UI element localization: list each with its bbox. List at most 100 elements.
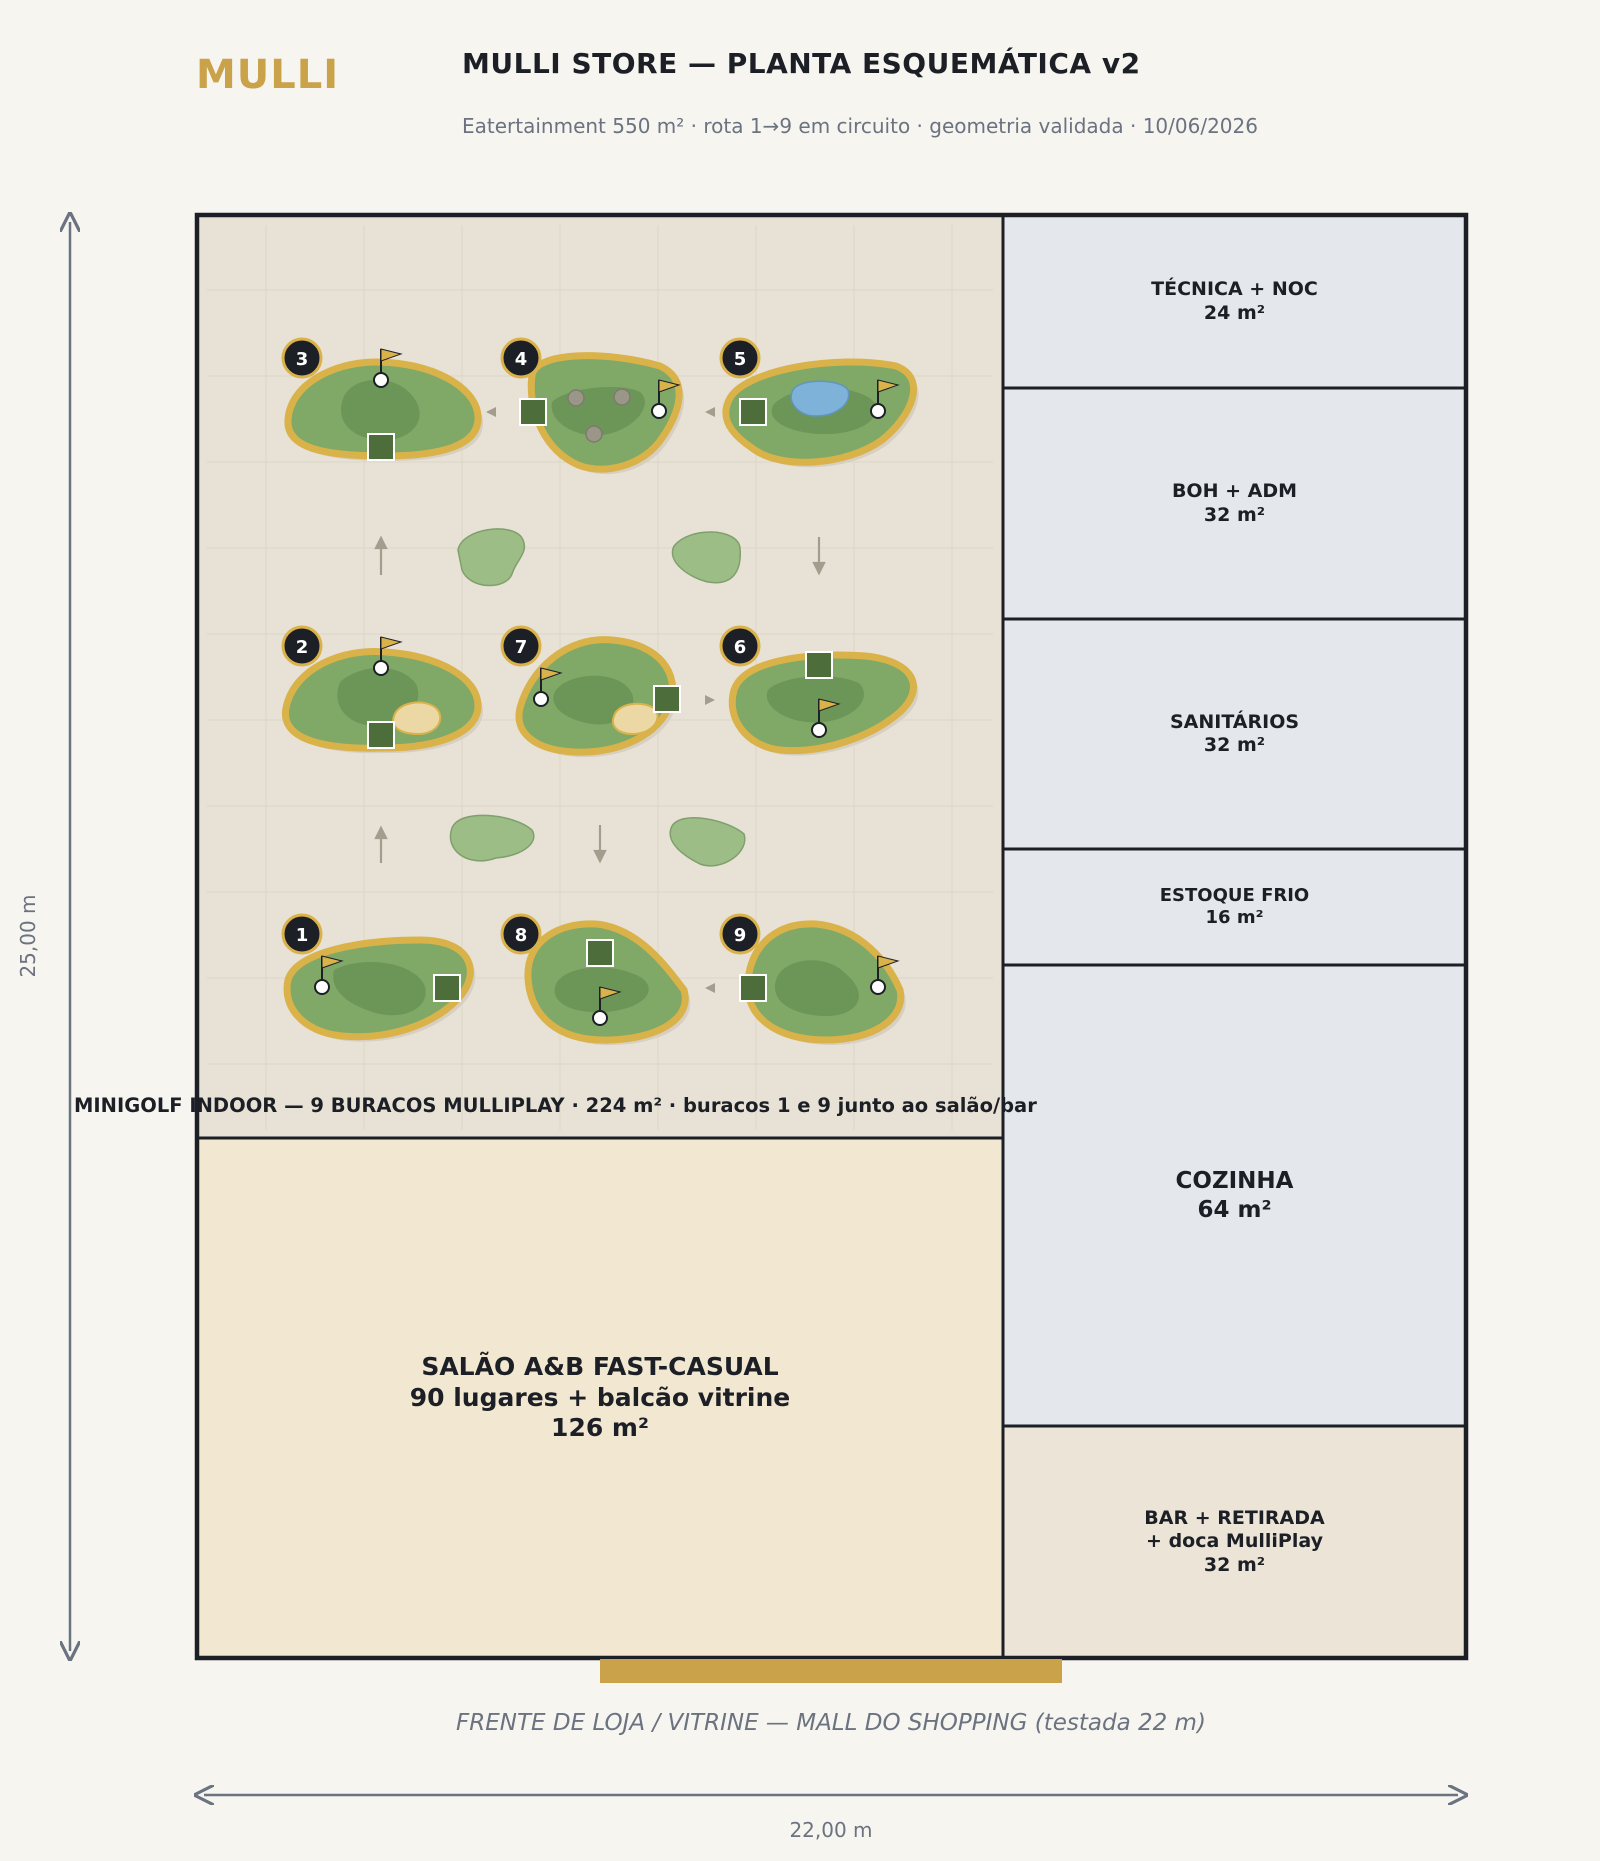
fairway-slope <box>766 676 864 723</box>
width-dimension-label: 22,00 m <box>789 1818 873 1842</box>
hole-number-badge <box>500 625 542 667</box>
hole-number: 2 <box>296 637 309 658</box>
tee-box <box>433 974 461 1002</box>
brand-logo: MULLI <box>196 52 340 98</box>
outer-wall <box>194 212 1469 1661</box>
tee-box <box>367 721 395 749</box>
route-arrow <box>486 407 496 417</box>
flag-icon <box>818 698 841 712</box>
room-boh <box>1003 388 1466 619</box>
hole-number-badge <box>719 625 761 667</box>
tee-box <box>367 433 395 461</box>
route-arrows <box>374 407 826 993</box>
room-label-tecnica: TÉCNICA + NOC 24 m² <box>1151 278 1318 324</box>
route-arrow <box>705 695 715 705</box>
storefront-label: FRENTE DE LOJA / VITRINE — MALL DO SHOPP… <box>456 1710 1206 1736</box>
flag-icon <box>380 636 403 650</box>
cup-icon <box>870 979 886 995</box>
route-arrow <box>593 849 607 864</box>
hole-number: 9 <box>734 925 747 946</box>
cup-icon <box>533 691 549 707</box>
tee-box <box>739 974 767 1002</box>
hole-1: 1 <box>281 913 476 1042</box>
hole-8: 8 <box>500 913 691 1046</box>
minigolf-caption: MINIGOLF INDOOR — 9 BURACOS MULLIPLAY · … <box>74 1094 1037 1117</box>
fairway-slope <box>333 961 426 1016</box>
tee-box <box>739 398 767 426</box>
flag-icon <box>380 348 403 362</box>
cup-icon <box>811 722 827 738</box>
room-estoque <box>1003 849 1466 965</box>
flag-icon <box>877 379 900 393</box>
interior-walls <box>197 215 1466 1658</box>
cup-icon <box>651 403 667 419</box>
obstacle-icon <box>567 389 585 407</box>
sand-bunker <box>612 702 659 736</box>
room-bar <box>1003 1426 1466 1658</box>
cup-icon <box>870 403 886 419</box>
tee-box <box>653 685 681 713</box>
fairway-slope <box>553 675 634 725</box>
hole-4: 4 <box>500 337 685 475</box>
obstacle-icon <box>613 388 631 406</box>
route-arrow <box>705 407 715 417</box>
hole-number-badge <box>281 337 323 379</box>
shrub <box>449 814 535 862</box>
hole-5: 5 <box>719 337 919 468</box>
flag-icon <box>877 955 900 969</box>
flag-icon <box>599 986 622 1000</box>
hole-number-badge <box>500 337 542 379</box>
hole-number-badge <box>281 625 323 667</box>
tee-box <box>805 651 833 679</box>
page-title: MULLI STORE — PLANTA ESQUEMÁTICA v2 <box>462 47 1141 80</box>
fairway-slope <box>341 379 420 441</box>
depth-dimension-label: 25,00 m <box>16 894 40 978</box>
sand-bunker <box>392 701 442 736</box>
hole-2: 2 <box>281 625 483 754</box>
hole-number: 3 <box>296 349 309 370</box>
page-subtitle: Eatertainment 550 m² · rota 1→9 em circu… <box>462 114 1258 138</box>
room-label-cozinha: COZINHA 64 m² <box>1175 1168 1294 1223</box>
flag-icon <box>658 379 681 393</box>
fairway-slope <box>775 960 859 1017</box>
tee-box <box>519 398 547 426</box>
hole-number-badge <box>719 913 761 955</box>
hole-number: 6 <box>734 637 747 658</box>
hole-7: 7 <box>500 625 681 758</box>
room-label-boh: BOH + ADM 32 m² <box>1171 480 1298 526</box>
room-label-bar: BAR + RETIRADA + doca MulliPlay 32 m² <box>1144 1507 1325 1576</box>
minigolf-holes: 1 2 3 <box>281 337 919 1046</box>
cup-icon <box>373 660 389 676</box>
route-arrow <box>374 825 388 840</box>
hole-number-badge <box>281 913 323 955</box>
route-arrow <box>812 561 826 576</box>
cup-icon <box>592 1010 608 1026</box>
hole-number-badge <box>719 337 761 379</box>
obstacle-icon <box>585 425 603 443</box>
hole-number: 7 <box>515 637 528 658</box>
tee-box <box>586 939 614 967</box>
room-label-estoque: ESTOQUE FRIO 16 m² <box>1159 885 1310 928</box>
storefront-marker <box>600 1659 1062 1683</box>
route-arrow <box>705 983 715 993</box>
room-label-salao: SALÃO A&B FAST-CASUAL 90 lugares + balcã… <box>409 1352 791 1443</box>
hole-6: 6 <box>719 625 919 756</box>
hole-number: 1 <box>296 925 309 946</box>
salon-floor <box>197 1138 1003 1658</box>
cup-icon <box>373 372 389 388</box>
flag-icon <box>540 667 563 681</box>
room-tecnica <box>1003 215 1466 388</box>
hole-number: 8 <box>515 925 528 946</box>
flag-icon <box>321 955 344 969</box>
water-hazard <box>790 380 850 417</box>
hole-number-badge <box>500 913 542 955</box>
room-cozinha <box>1003 965 1466 1426</box>
hole-3: 3 <box>281 337 484 461</box>
hole-number: 5 <box>734 349 747 370</box>
shrub <box>671 531 741 584</box>
room-label-sanitarios: SANITÁRIOS 32 m² <box>1169 710 1300 756</box>
route-arrow <box>374 535 388 550</box>
shrub <box>457 528 526 587</box>
room-sanitarios <box>1003 619 1466 849</box>
